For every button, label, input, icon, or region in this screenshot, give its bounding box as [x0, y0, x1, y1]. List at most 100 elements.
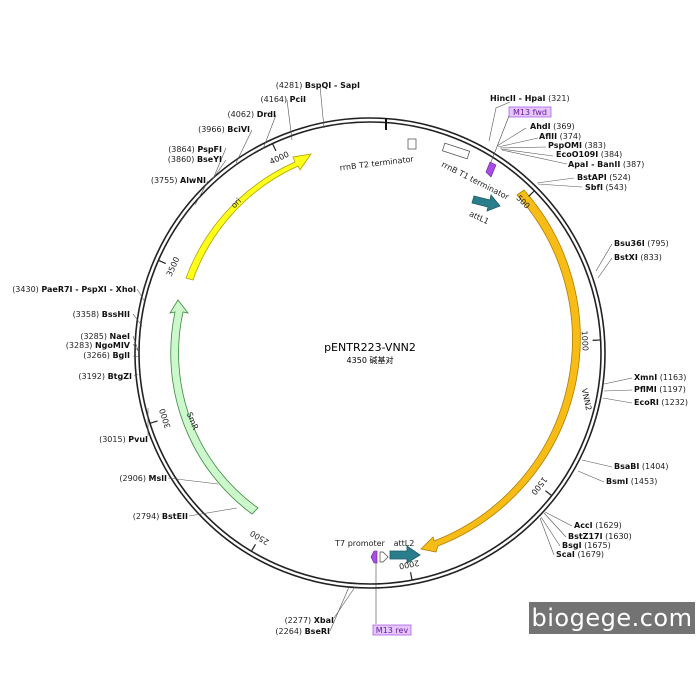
feature-rrnb-t1-box[interactable] [441, 142, 471, 160]
restriction-site-label[interactable]: BsgI (1675) [562, 541, 611, 550]
site-name: BglI [112, 351, 130, 360]
site-name: MslI [149, 474, 167, 483]
restriction-site-label[interactable]: (3864) PspFI [168, 145, 222, 154]
site-position: (3860) [168, 155, 195, 164]
ruler-tick [250, 544, 257, 552]
restriction-site-label[interactable]: (2906) MslI [119, 474, 167, 483]
restriction-site-label[interactable]: (4062) DrdI [228, 110, 276, 119]
site-position: (374) [560, 132, 582, 141]
restriction-site-label[interactable]: (3192) BtgZI [78, 372, 132, 381]
backbone-outer-ring [134, 117, 606, 589]
feature-m13-fwd-leader [490, 115, 510, 163]
feature-t7-promoter-label: T7 promoter [334, 539, 385, 548]
site-position: (1629) [595, 521, 622, 530]
feature-attl2-arrow[interactable] [389, 545, 421, 564]
site-name: BtgZI [108, 372, 132, 381]
plasmid-length: 4350 碱基对 [347, 355, 394, 365]
site-name: AhdI [530, 122, 551, 131]
ruler-tick-label: 1500 [529, 475, 549, 497]
site-name: BstXI [614, 253, 638, 262]
site-name: PspOMI [548, 141, 582, 150]
site-position: (3015) [99, 435, 126, 444]
feature-vnn2-label: VNN2 [580, 388, 593, 412]
ruler-tick-label: 1000 [580, 330, 590, 351]
restriction-site-label[interactable]: BsaBI (1404) [614, 462, 669, 471]
restriction-site-label[interactable]: EcoRI (1232) [634, 398, 688, 407]
site-position: (2794) [133, 512, 160, 521]
restriction-site-label[interactable]: (4281) BspQI - SapI [276, 81, 360, 90]
site-name: ScaI [556, 550, 575, 559]
site-name: BstAPI [577, 173, 607, 182]
site-position: (3192) [78, 372, 105, 381]
restriction-site-label[interactable]: (4164) PciI [261, 95, 307, 104]
restriction-site-label[interactable]: (3283) NgoMIV [66, 341, 131, 350]
site-name: AflII [539, 132, 557, 141]
site-name: BstEII [162, 512, 188, 521]
site-position: (1197) [659, 385, 686, 394]
feature-rrnb-t2-label: rrnB T2 terminator [339, 154, 415, 172]
site-name: BseRI [305, 627, 330, 636]
restriction-site-label[interactable]: AhdI (369) [530, 122, 575, 131]
restriction-site-label[interactable]: ScaI (1679) [556, 550, 604, 559]
plasmid-name: pENTR223-VNN2 [324, 341, 416, 354]
restriction-site-label[interactable]: (3860) BseYI [168, 155, 222, 164]
site-position: (3755) [151, 176, 178, 185]
site-position: (4062) [228, 110, 255, 119]
restriction-site-label[interactable]: HincII - HpaI (321) [490, 94, 570, 103]
restriction-site-label[interactable]: BstAPI (524) [577, 173, 631, 182]
restriction-site-label[interactable]: BstXI (833) [614, 253, 662, 262]
feature-smr-arrow[interactable] [169, 299, 259, 515]
restriction-site-label[interactable]: (3966) BciVI [198, 125, 250, 134]
site-position: (1163) [660, 373, 687, 382]
site-name: EcoO109I [556, 150, 598, 159]
backbone-inner-ring [138, 121, 602, 585]
site-name: AccI [574, 521, 593, 530]
restriction-site-label[interactable]: BstZ17I (1630) [568, 532, 632, 541]
restriction-site-label[interactable]: (3266) BglI [83, 351, 130, 360]
restriction-site-label[interactable]: (3358) BssHII [73, 310, 130, 319]
feature-t7-promoter-arrow[interactable] [379, 551, 389, 563]
restriction-site-label[interactable]: (2794) BstEII [133, 512, 188, 521]
restriction-site-label[interactable]: (3015) PvuI [99, 435, 148, 444]
restriction-site-label[interactable]: (2277) XbaI [285, 616, 334, 625]
feature-m13-rev-arrow[interactable] [370, 550, 378, 564]
site-position: (543) [606, 183, 628, 192]
site-position: (3864) [168, 145, 195, 154]
restriction-site-label[interactable]: SbfI (543) [585, 183, 627, 192]
restriction-site-label[interactable]: XmnI (1163) [634, 373, 686, 382]
feature-vnn2-arrow[interactable] [420, 189, 581, 553]
ruler-tick-label: 3500 [165, 256, 181, 278]
site-position: (383) [585, 141, 607, 150]
feature-ori-arrow[interactable] [185, 153, 312, 281]
restriction-site-label[interactable]: (3755) AlwNI [151, 176, 206, 185]
restriction-site-label[interactable]: (3430) PaeR7I - PspXI - XhoI [12, 285, 136, 294]
site-name: PspFI [197, 145, 222, 154]
restriction-site-label[interactable]: Bsu36I (795) [614, 239, 669, 248]
feature-m13-rev-label: M13 rev [376, 626, 409, 635]
restriction-site-label[interactable]: PflMI (1197) [634, 385, 686, 394]
site-name: ApaI - BanII [568, 160, 620, 169]
feature-attl1-arrow[interactable] [471, 194, 501, 212]
ruler-tick [271, 143, 277, 152]
site-position: (369) [553, 122, 575, 131]
restriction-site-label[interactable]: BsmI (1453) [606, 477, 657, 486]
site-position: (1630) [605, 532, 632, 541]
ruler-tick [158, 259, 166, 265]
site-name: BsaBI [614, 462, 639, 471]
site-position: (3966) [198, 125, 225, 134]
site-position: (2906) [119, 474, 146, 483]
site-position: (3285) [80, 332, 107, 341]
site-position: (384) [601, 150, 623, 159]
feature-rrnb-t2-box[interactable] [407, 138, 417, 150]
site-position: (1453) [631, 477, 658, 486]
restriction-site-label[interactable]: PspOMI (383) [548, 141, 606, 150]
restriction-site-label[interactable]: AflII (374) [539, 132, 581, 141]
restriction-site-label[interactable]: AccI (1629) [574, 521, 622, 530]
restriction-site-label[interactable]: EcoO109I (384) [556, 150, 622, 159]
restriction-site-label[interactable]: (2264) BseRI [275, 627, 330, 636]
restriction-site-label[interactable]: ApaI - BanII (387) [568, 160, 644, 169]
feature-m13-fwd-arrow[interactable] [485, 161, 497, 178]
ruler-tick [528, 190, 535, 197]
site-position: (3266) [83, 351, 110, 360]
restriction-site-label[interactable]: (3285) NaeI [80, 332, 130, 341]
